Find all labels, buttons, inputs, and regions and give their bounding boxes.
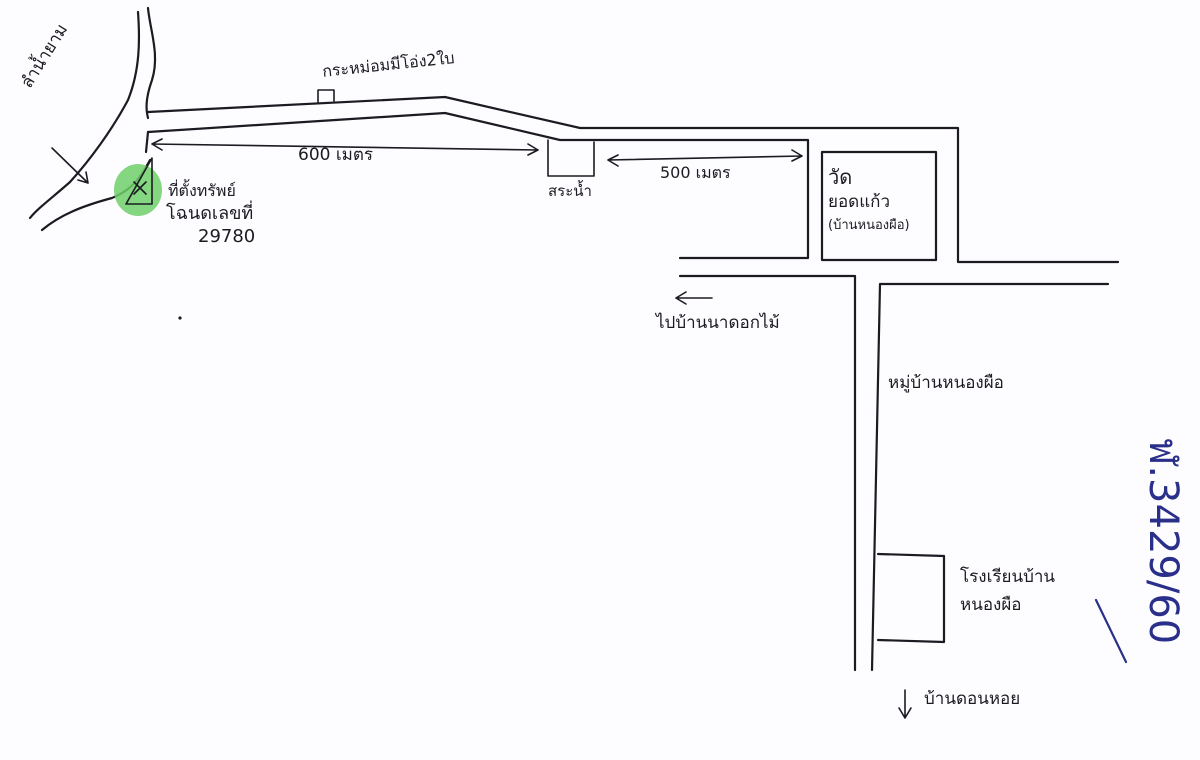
pool-label: สระน้ำ	[548, 182, 592, 200]
village-label: หมู่บ้านหนองผือ	[888, 373, 1004, 393]
school-label-line2: หนองผือ	[960, 594, 1022, 615]
temple-label-line3: (บ้านหนองผือ)	[828, 217, 910, 233]
road-south-west-edge	[678, 274, 857, 672]
road-stub-west	[144, 130, 150, 154]
site-label: ที่ตั้งทรัพย์ โฉนดเลขที่ 29780	[166, 181, 256, 248]
temple-label-line2: ยอดแก้ว	[828, 192, 891, 212]
road-south-east-edge	[870, 282, 1110, 672]
case-number: ฬ.3429/60	[1140, 438, 1186, 645]
case-slash	[1094, 598, 1128, 664]
temple-box	[820, 150, 938, 262]
site-label-line3: 29780	[198, 226, 256, 248]
school-box	[876, 552, 946, 644]
distance-east-label: 500 เมตร	[660, 163, 731, 182]
road-upper-edge	[146, 95, 1120, 264]
river-west-bank	[28, 10, 141, 220]
pool-box	[547, 139, 595, 177]
to-west-label: ไปบ้านนาดอกไม้	[656, 313, 780, 333]
shrine-mark	[317, 89, 335, 103]
to-south-label: บ้านดอนหอย	[924, 689, 1021, 709]
to-west-arrow	[675, 291, 713, 305]
site-parcel	[125, 157, 153, 205]
temple-label: วัด ยอดแก้ว (บ้านหนองผือ)	[828, 166, 910, 233]
site-label-line2: โฉนดเลขที่	[166, 203, 254, 225]
site-x-mark	[133, 181, 147, 195]
to-south-arrow	[898, 689, 912, 719]
river-east-bank	[145, 6, 157, 120]
distance-west-arrow	[151, 138, 539, 156]
stray-dot	[178, 316, 182, 320]
school-label-line1: โรงเรียนบ้าน	[960, 567, 1056, 587]
road-lower-edge	[146, 111, 810, 260]
site-label-line1: ที่ตั้งทรัพย์	[168, 181, 236, 200]
temple-label-line1: วัด	[828, 165, 853, 189]
school-label: โรงเรียนบ้าน หนองผือ	[960, 567, 1056, 615]
distance-east-arrow	[607, 149, 803, 167]
river-label-arrow	[51, 147, 89, 184]
distance-west-label: 600 เมตร	[298, 145, 374, 165]
